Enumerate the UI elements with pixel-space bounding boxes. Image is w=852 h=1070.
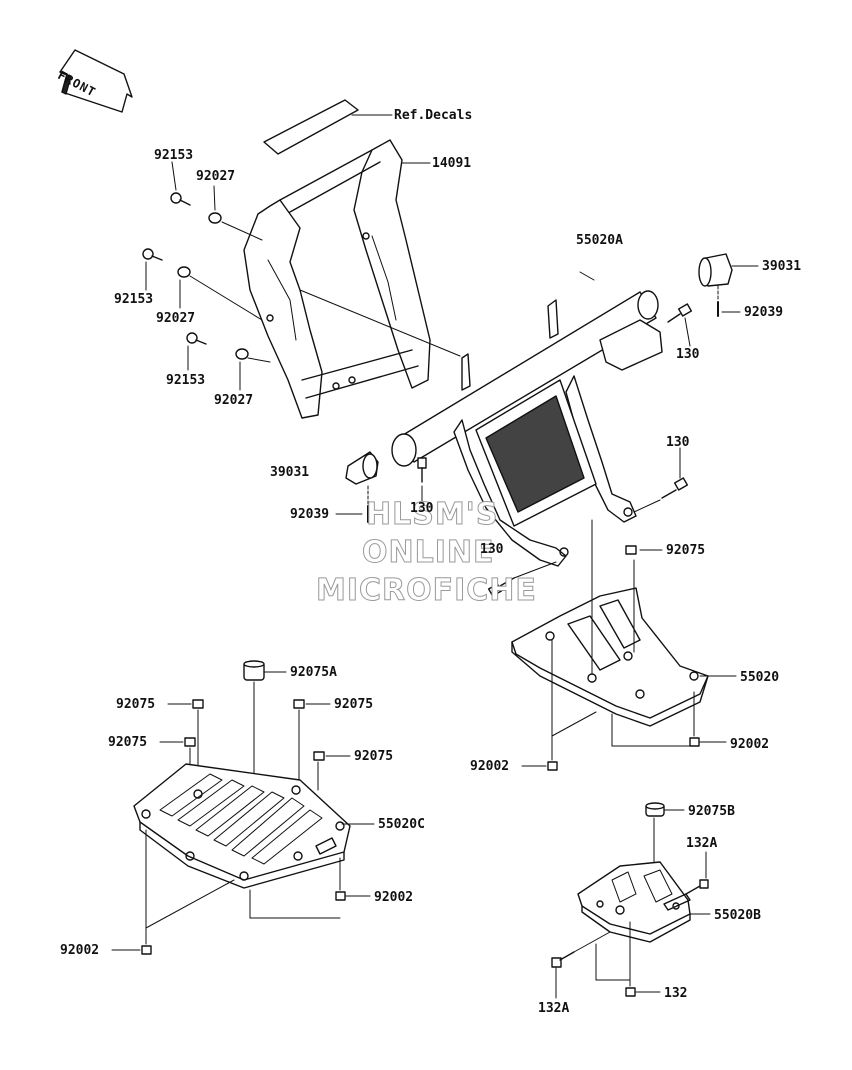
callout-92039: 92039	[290, 507, 330, 522]
callout-132A: 132A	[538, 1001, 570, 1016]
callout-55020B: 55020B	[714, 908, 761, 923]
callout-92002: 92002	[60, 943, 100, 958]
watermark-line-2: ONLINE	[362, 535, 495, 570]
callout-92039: 92039	[744, 305, 784, 320]
collar-icon	[177, 266, 191, 278]
callout-55020A: 55020A	[576, 233, 623, 248]
bolt-icon	[667, 303, 693, 323]
callout-130: 130	[666, 435, 690, 450]
callout-92075B: 92075B	[688, 804, 735, 819]
bolt-icon	[547, 761, 558, 771]
collar-icon	[645, 802, 665, 817]
decal-sheet-icon	[263, 99, 359, 155]
callout-ref-decals: Ref.Decals	[394, 108, 473, 123]
nut-icon	[192, 699, 204, 709]
nut-icon	[293, 699, 305, 709]
callout-92075: 92075	[666, 543, 706, 558]
callout-92075A: 92075A	[290, 665, 337, 680]
callout-92075: 92075	[334, 697, 374, 712]
callout-55020: 55020	[740, 670, 780, 685]
callout-92153: 92153	[114, 292, 154, 307]
nut-icon	[625, 545, 637, 555]
callout-92075: 92075	[354, 749, 394, 764]
bolt-icon	[551, 951, 575, 968]
nut-icon	[184, 737, 196, 747]
callout-132A: 132A	[686, 836, 718, 851]
watermark-line-3: MICROFICHE	[316, 573, 537, 608]
bolt-icon	[685, 879, 709, 895]
callout-14091: 14091	[432, 156, 472, 171]
bolt-icon	[141, 945, 152, 955]
skid-plate-small-part	[577, 861, 691, 943]
callout-130: 130	[410, 501, 434, 516]
callout-55020C: 55020C	[378, 817, 425, 832]
bolt-icon	[335, 891, 346, 901]
callout-92027: 92027	[214, 393, 254, 408]
end-cap-icon	[345, 451, 379, 485]
collar-icon	[243, 660, 265, 681]
callout-92002: 92002	[470, 759, 510, 774]
guard-assembly-part	[391, 290, 663, 567]
callout-132: 132	[664, 986, 688, 1001]
callout-130: 130	[480, 542, 504, 557]
skid-plate-left-part	[133, 763, 351, 889]
callout-92153: 92153	[166, 373, 206, 388]
frame-guard-part	[243, 139, 431, 419]
callout-92075: 92075	[116, 697, 156, 712]
callout-92027: 92027	[196, 169, 236, 184]
callout-39031: 39031	[762, 259, 802, 274]
bolt-icon	[170, 192, 191, 206]
bolt-icon	[186, 332, 207, 345]
bolt-icon	[487, 577, 515, 597]
bolt-icon	[625, 987, 636, 997]
callout-130: 130	[676, 347, 700, 362]
end-cap-icon	[698, 253, 733, 287]
watermark-line-1: HLSM'S	[365, 497, 499, 532]
bolt-icon	[661, 477, 689, 499]
callout-92027: 92027	[156, 311, 196, 326]
bolt-icon	[142, 248, 163, 261]
callout-92002: 92002	[730, 737, 770, 752]
bolt-icon	[417, 457, 427, 483]
nut-icon	[313, 751, 325, 761]
callout-39031: 39031	[270, 465, 310, 480]
collar-icon	[208, 212, 222, 224]
callout-92075: 92075	[108, 735, 148, 750]
front-arrow-icon	[59, 49, 133, 113]
callout-92002: 92002	[374, 890, 414, 905]
callout-92153: 92153	[154, 148, 194, 163]
skid-plate-right-part	[511, 587, 709, 727]
collar-icon	[235, 348, 249, 360]
bolt-icon	[689, 737, 700, 747]
